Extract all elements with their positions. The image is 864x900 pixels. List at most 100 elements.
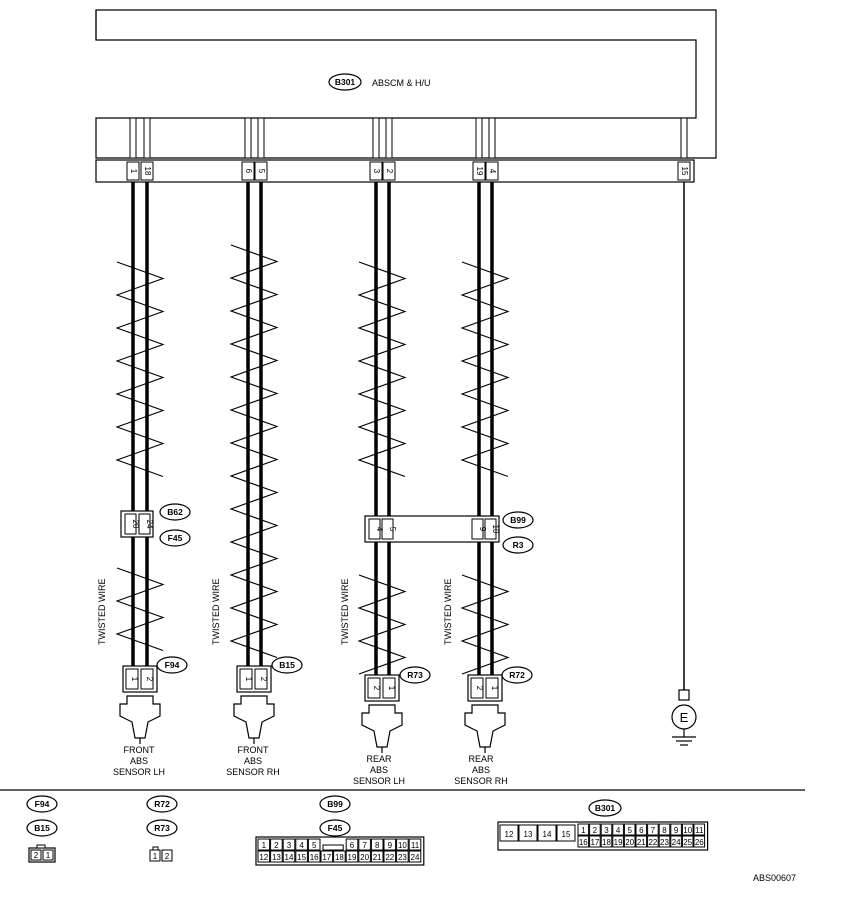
twist-mark xyxy=(460,574,510,675)
legend-pin: 13 xyxy=(272,853,281,862)
legend-pin: 19 xyxy=(348,853,357,862)
module-terminal xyxy=(257,117,265,159)
sensor-label: REAR xyxy=(468,754,494,764)
figure-id: ABS00607 xyxy=(753,873,796,883)
module-pin: 5 xyxy=(257,169,266,174)
module-pin-cell xyxy=(254,161,268,181)
legend-pin: 10 xyxy=(683,826,692,835)
module-pin: 2 xyxy=(385,169,394,174)
module-terminal xyxy=(488,117,496,159)
legend-pin: 22 xyxy=(648,838,657,847)
legend-pin: 4 xyxy=(299,841,304,850)
module-pin-cell xyxy=(485,161,499,181)
sensor-pin: 1 xyxy=(387,686,396,691)
legend-pin: 15 xyxy=(562,830,571,839)
twist-mark xyxy=(460,261,510,478)
module-pin-cell xyxy=(126,161,140,181)
ground-label: E xyxy=(680,710,689,725)
legend-code-b15: B15 xyxy=(34,823,50,833)
module-pin: 1 xyxy=(129,169,138,174)
legend-pin: 14 xyxy=(543,830,552,839)
legend-pin: 3 xyxy=(604,826,609,835)
connector-code-b62: B62 xyxy=(167,507,183,517)
module-pin: 6 xyxy=(244,169,253,174)
twist-mark xyxy=(357,261,407,478)
sensor-label: SENSOR RH xyxy=(226,767,280,777)
legend-pin: 2 xyxy=(593,826,598,835)
sensor-pin: 2 xyxy=(372,686,381,691)
legend-pin: 20 xyxy=(625,838,634,847)
legend-code-b99: B99 xyxy=(327,799,343,809)
legend-pin: 23 xyxy=(660,838,669,847)
module-terminal xyxy=(680,117,688,159)
module-pin-cell xyxy=(140,161,154,181)
module-pin-cell xyxy=(677,161,691,181)
legend-pin: 13 xyxy=(524,830,533,839)
sensor-label: FRONT xyxy=(124,745,155,755)
legend-pin: 18 xyxy=(602,838,611,847)
sensor-label: REAR xyxy=(366,754,392,764)
module-terminal xyxy=(143,117,151,159)
joint-front-left: 20 24 xyxy=(120,510,154,538)
legend-pin: 12 xyxy=(259,853,268,862)
legend-pin: 15 xyxy=(297,853,306,862)
module-label: B301 ABSCM & H/U xyxy=(328,73,431,91)
module-terminal xyxy=(129,117,137,159)
sensor-label: ABS xyxy=(370,765,388,775)
legend-pin: 11 xyxy=(695,826,704,835)
joint-pin: 20 xyxy=(131,520,140,529)
sensor-body xyxy=(361,704,403,748)
connector-code-f45: F45 xyxy=(168,533,183,543)
module-pin-cell xyxy=(369,161,383,181)
legend-code-f94: F94 xyxy=(35,799,50,809)
wire-harness xyxy=(115,182,685,690)
module-pin: 4 xyxy=(488,169,497,174)
legend-pin: 7 xyxy=(362,841,367,850)
twist-mark xyxy=(115,261,165,478)
legend-pin: 7 xyxy=(651,826,656,835)
sensor-label: ABS xyxy=(472,765,490,775)
legend-pin: 17 xyxy=(322,853,331,862)
twisted-wire-label: TWISTED WIRE xyxy=(97,579,107,646)
sensor-label: SENSOR LH xyxy=(113,767,165,777)
legend-pin: 2 xyxy=(274,841,279,850)
legend-pin: 1 xyxy=(153,852,158,861)
twisted-wire-label: TWISTED WIRE xyxy=(443,579,453,646)
legend-pin: 20 xyxy=(360,853,369,862)
sensor-pin: 1 xyxy=(244,677,253,682)
legend-code-r72: R72 xyxy=(154,799,170,809)
legend-pin: 17 xyxy=(590,838,599,847)
connector-code-b15: B15 xyxy=(279,660,295,670)
module-pin: 18 xyxy=(143,167,152,176)
module-terminal xyxy=(475,117,483,159)
sensor-pin: 2 xyxy=(259,677,268,682)
connector-code-b99: B99 xyxy=(510,515,526,525)
legend-pin: 21 xyxy=(373,853,382,862)
legend-pin: 4 xyxy=(616,826,621,835)
legend-pin: 12 xyxy=(505,830,514,839)
connector-code-r3: R3 xyxy=(513,540,524,550)
joint-pin: 10 xyxy=(491,525,500,534)
legend-pin: 6 xyxy=(350,841,355,850)
legend-pin: 10 xyxy=(398,841,407,850)
legend-pin: 18 xyxy=(335,853,344,862)
legend-pin: 6 xyxy=(639,826,644,835)
legend-pin: 2 xyxy=(34,851,39,860)
twist-mark xyxy=(229,244,279,659)
twisted-wire-label: TWISTED WIRE xyxy=(211,579,221,646)
legend-pin: 23 xyxy=(398,853,407,862)
module-terminal xyxy=(372,117,380,159)
sensor-label: ABS xyxy=(130,756,148,766)
module-terminal xyxy=(385,117,393,159)
sensor-labels: FRONT ABS SENSOR LH FRONT ABS SENSOR RH … xyxy=(113,745,508,786)
sensor-label: ABS xyxy=(244,756,262,766)
legend-pin: 14 xyxy=(285,853,294,862)
legend-pin: 24 xyxy=(411,853,420,862)
legend-code-f45: F45 xyxy=(328,823,343,833)
legend-pin: 8 xyxy=(375,841,380,850)
legend-pin: 8 xyxy=(662,826,667,835)
